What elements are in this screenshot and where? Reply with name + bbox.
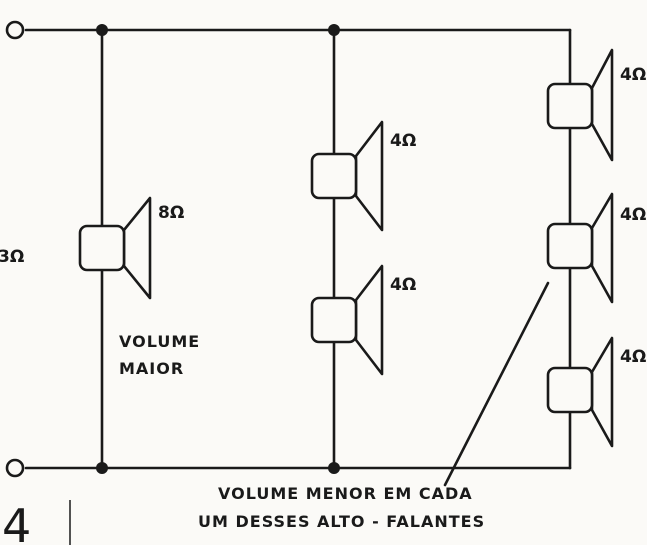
speaker-right-top-impedance-label: 4Ω [620, 65, 646, 85]
speaker-middle-top-impedance-label: 4Ω [390, 131, 416, 151]
speaker-right-bottom [546, 336, 614, 448]
speaker-left-impedance-label: 8Ω [158, 203, 184, 223]
annotation-leader-line [443, 281, 550, 487]
speaker-right-bottom-impedance-label: 4Ω [620, 347, 646, 367]
junction-dot [96, 24, 108, 36]
junction-dot [96, 462, 108, 474]
speaker-left-8ohm [78, 196, 152, 300]
louder-annotation-line1: VOLUME [119, 332, 200, 351]
input-terminal-bottom [5, 458, 25, 478]
speaker-right-top [546, 48, 614, 162]
speaker-middle-bottom [310, 264, 384, 376]
quieter-annotation-line2: UM DESSES ALTO - FALANTES [198, 512, 485, 531]
speaker-right-middle-impedance-label: 4Ω [620, 205, 646, 225]
input-terminal-top [5, 20, 25, 40]
figure-number: 4 [2, 499, 31, 545]
speaker-middle-bottom-impedance-label: 4Ω [390, 275, 416, 295]
equivalent-impedance-label: 3Ω [0, 247, 24, 267]
quieter-annotation-line1: VOLUME MENOR EM CADA [218, 484, 473, 503]
speaker-middle-top [310, 120, 384, 232]
junction-dot [328, 462, 340, 474]
junction-dot [328, 24, 340, 36]
speaker-right-middle [546, 192, 614, 304]
louder-annotation-line2: MAIOR [119, 359, 184, 378]
